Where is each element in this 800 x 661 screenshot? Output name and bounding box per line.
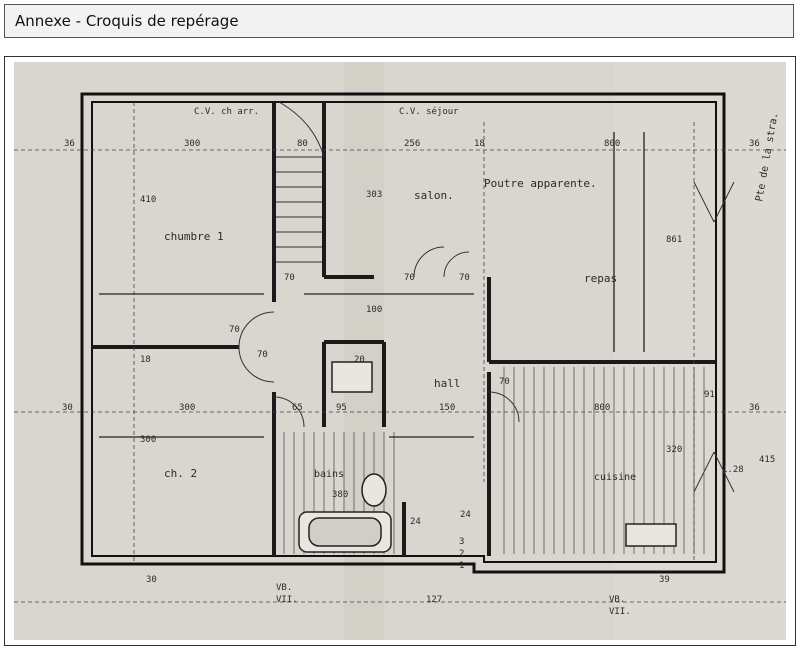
- exterior-walls: [80, 92, 726, 574]
- cv-sejour-label: C.V. séjour: [399, 106, 459, 117]
- vii-mark-left: VII.: [276, 595, 298, 605]
- num-3: 3: [459, 537, 464, 547]
- dim-39: 39: [659, 575, 670, 585]
- dim-800-mid: 800: [594, 403, 610, 413]
- dim-20: 20: [354, 355, 365, 365]
- dim-70-a: 70: [284, 273, 295, 283]
- staircase: [276, 101, 325, 263]
- joist-marks: [99, 132, 645, 438]
- room-label-repas: repas: [584, 272, 617, 285]
- room-label-salon: salon.: [414, 189, 454, 202]
- room-label-bains: bains: [314, 469, 344, 480]
- num-2: 2: [459, 549, 464, 559]
- sketch-frame: chumbre 1 ch. 2 salon. repas hall bains …: [4, 56, 796, 646]
- dim-18: 18: [474, 139, 485, 149]
- beam-label: Poutre apparente.: [484, 177, 597, 190]
- dim-65: 65: [292, 403, 303, 413]
- dim-100: 100: [366, 305, 382, 315]
- floor-plan-drawing: chumbre 1 ch. 2 salon. repas hall bains …: [14, 62, 786, 640]
- dim-24-a: 24: [410, 517, 421, 527]
- bathroom-fixtures: [298, 361, 677, 553]
- vb-mark-left: VB.: [276, 583, 292, 593]
- dim-36-right2: 36: [749, 403, 760, 413]
- dim-415: 415: [759, 455, 775, 465]
- floor-plan-image: chumbre 1 ch. 2 salon. repas hall bains …: [14, 62, 786, 640]
- interior-walls: [92, 102, 716, 556]
- vii-mark-right: VII.: [609, 607, 631, 617]
- dim-150: 150: [439, 403, 455, 413]
- door-swings: [238, 181, 735, 493]
- dim-80: 80: [297, 139, 308, 149]
- dim-128: 1.28: [722, 465, 744, 475]
- floor-hatching: [283, 367, 705, 554]
- dim-30-left: 30: [62, 403, 73, 413]
- dim-24-b: 24: [460, 510, 471, 520]
- dim-320: 320: [666, 445, 682, 455]
- dim-70-f: 70: [499, 377, 510, 387]
- annex-header: Annexe - Croquis de repérage: [4, 4, 794, 38]
- dim-30-bot: 30: [146, 575, 157, 585]
- room-label-cuisine: cuisine: [594, 472, 636, 483]
- dim-303: 303: [366, 190, 382, 200]
- room-label-hall: hall: [434, 377, 461, 390]
- dim-300-top: 300: [184, 139, 200, 149]
- dim-95: 95: [336, 403, 347, 413]
- dim-18-left: 18: [140, 355, 151, 365]
- dim-300-v: 300: [140, 435, 156, 445]
- dim-70-e: 70: [257, 350, 268, 360]
- dim-127: 127: [426, 595, 442, 605]
- dim-70-b: 70: [404, 273, 415, 283]
- header-title: Annexe - Croquis de repérage: [15, 12, 239, 30]
- dim-36-right: 36: [749, 139, 760, 149]
- dim-256: 256: [404, 139, 420, 149]
- num-1: 1: [459, 561, 464, 571]
- dim-91: 91: [704, 390, 715, 400]
- dim-70-d: 70: [229, 325, 240, 335]
- cv-ch-label: C.V. ch arr.: [194, 107, 259, 117]
- dim-70-c: 70: [459, 273, 470, 283]
- dim-380: 380: [332, 490, 348, 500]
- room-label-ch2: ch. 2: [164, 467, 197, 480]
- dim-800-top: 800: [604, 139, 620, 149]
- dimension-lines: [14, 102, 786, 603]
- dim-861: 861: [666, 235, 682, 245]
- room-label-chambre1: chumbre 1: [164, 230, 224, 243]
- dim-300-mid: 300: [179, 403, 195, 413]
- vb-mark-right: VB.: [609, 595, 625, 605]
- dim-410: 410: [140, 195, 156, 205]
- dim-36-left: 36: [64, 139, 75, 149]
